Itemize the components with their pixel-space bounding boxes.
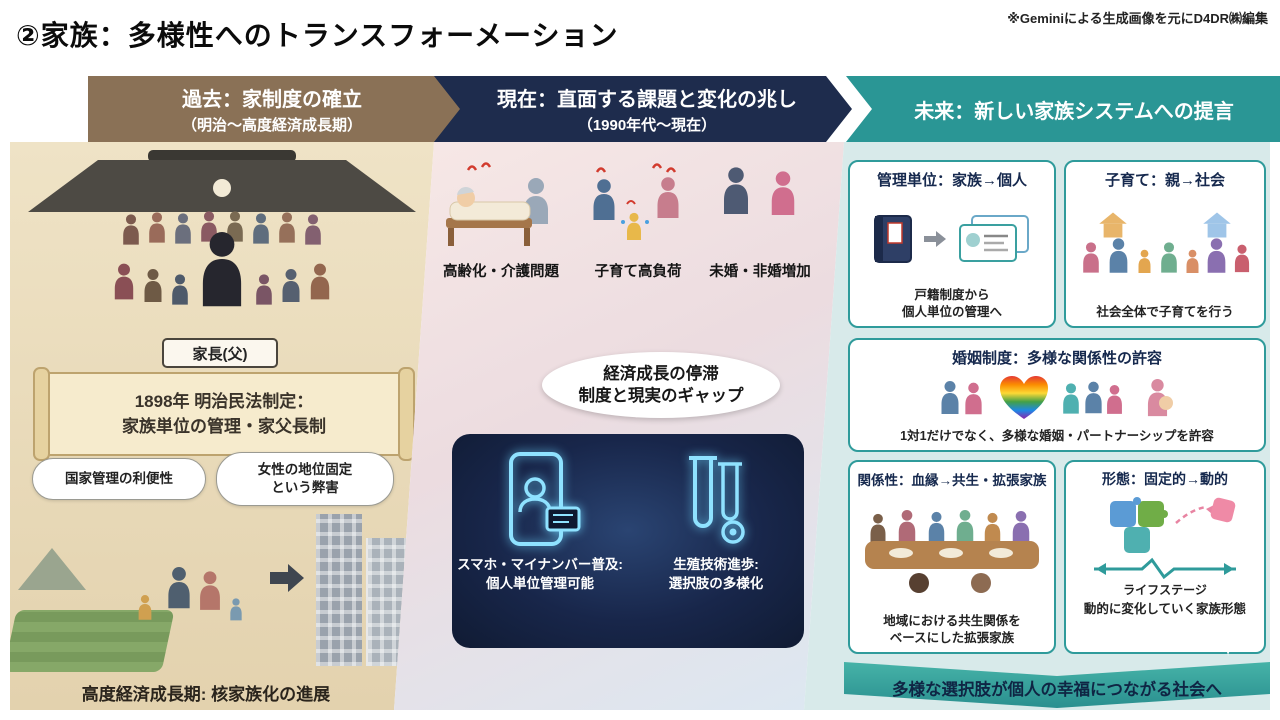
future-box-marriage: 婚姻制度：多様な関係性の許容 (848, 338, 1266, 452)
issue-unmarried: 未婚・非婚増加 (700, 160, 820, 281)
person-icon (111, 254, 137, 308)
parent-and-baby-icon (1147, 379, 1173, 417)
issue-parenting-burden: 子育て高負荷 (576, 160, 700, 281)
right-arrow-icon (924, 230, 946, 247)
mother-icon (196, 560, 224, 620)
group-family-icon (1063, 381, 1122, 414)
diverse-partnership-illustration (934, 368, 1180, 428)
unmarried-increase-icon (705, 160, 815, 256)
future-header: 未来：新しい家族システムへの提言 (846, 76, 1280, 142)
shared-meal-illustration (859, 489, 1045, 613)
bubble-state-management: 国家管理の利便性 (32, 458, 206, 500)
tech-smartphone: スマホ・マイナンバー普及: 個人単位管理可能 (452, 448, 628, 594)
puzzle-pieces-icon (1110, 497, 1236, 553)
sparkle-decoration: ✦ (1218, 635, 1239, 662)
registry-to-individual-illustration (872, 190, 1032, 287)
person-icon (172, 206, 194, 250)
community-people-icon (1083, 212, 1250, 274)
past-panel: 家長(父) 1898年 明治民法制定： 家族単位の管理・家父長制 国家管理の利便… (10, 142, 434, 710)
future-box-form: 形態：固定的→動的 ライフステージ 動的に変化していく家族形態 (1064, 460, 1266, 654)
past-header: 過去：家制度の確立 （明治〜高度経済成長期） (88, 76, 476, 142)
future-box-management-unit: 管理単位：家族→個人 (848, 160, 1056, 328)
person-icon (250, 206, 272, 250)
meiji-civil-code-scroll: 1898年 明治民法制定： 家族単位の管理・家父長制 (40, 372, 408, 456)
lifeline-wave-icon (1094, 557, 1236, 580)
past-caption: 高度経済成長期: 核家族化の進展 (81, 685, 331, 704)
family-front-row (24, 228, 420, 308)
person-icon (169, 270, 191, 308)
patriarch-label: 家長(父) (162, 338, 278, 368)
tech-reproduction: 生殖技術進歩: 選択肢の多様化 (628, 448, 804, 594)
person-icon (279, 262, 303, 308)
person-icon (307, 254, 333, 308)
page-title: ②家族：多様性へのトランスフォーメーション (16, 20, 619, 51)
child-icon (136, 588, 154, 626)
scroll-line1: 1898年 明治民法制定： (134, 391, 314, 411)
child-icon (228, 592, 244, 626)
technology-panel: スマホ・マイナンバー普及: 個人単位管理可能 生殖技術進歩: 選択肢の多様化 (452, 434, 804, 648)
person-icon (120, 208, 142, 250)
elderly-care-icon (442, 160, 560, 256)
communal-table-icon (865, 510, 1039, 594)
rainbow-heart-icon (1000, 376, 1048, 420)
person-icon (141, 262, 165, 308)
extended-family-illustration (24, 202, 420, 308)
father-icon (164, 554, 194, 620)
building-icon (316, 514, 362, 666)
rural-to-city-illustration (16, 504, 412, 676)
future-panel: 管理単位：家族→個人 (804, 142, 1270, 710)
couple-icon (941, 381, 982, 415)
person-icon (276, 204, 298, 250)
credit-note: ※Geminiによる生成画像を元にD4DR㈱編集 (1007, 11, 1268, 26)
id-cards-icon (959, 214, 1029, 262)
bubble-women-status: 女性の地位固定 という弊害 (216, 452, 394, 506)
building-icon (366, 538, 406, 666)
parenting-burden-icon (583, 160, 693, 256)
future-box-childcare: 子育て：親→社会 社会全体で子育てを行う (1064, 160, 1266, 328)
issue-elderly-care: 高齢化・介護問題 (430, 160, 572, 281)
right-arrow-icon (268, 562, 306, 594)
traditional-house-roof-icon (26, 150, 418, 214)
life-stage-label: ライフステージ (1123, 583, 1207, 597)
economy-gap-callout: 経済成長の停滞 制度と現実のギャップ (542, 352, 780, 418)
future-box-relationships: 関係性：血縁→共生・拡張家族 地域における (848, 460, 1056, 654)
future-banner: 多様な選択肢が個人の幸福につながる社会へ (844, 662, 1270, 708)
smartphone-id-icon (497, 448, 583, 550)
community-childcare-illustration (1076, 190, 1254, 304)
person-icon (302, 208, 324, 250)
present-panel: 高齢化・介護問題 子育て高負荷 未婚・非婚増加 経済成長の停滞 制度と現実のギャ… (394, 142, 844, 710)
present-header: 現在：直面する課題と変化の兆し （1990年代〜現在） (434, 76, 852, 142)
person-icon (253, 270, 275, 308)
person-icon (146, 204, 168, 250)
family-register-book-icon (874, 214, 912, 263)
mountain-icon (18, 548, 86, 590)
scroll-line2: 家族単位の管理・家父長制 (122, 417, 326, 436)
patriarch-icon (195, 228, 249, 308)
test-tubes-icon (673, 448, 759, 550)
